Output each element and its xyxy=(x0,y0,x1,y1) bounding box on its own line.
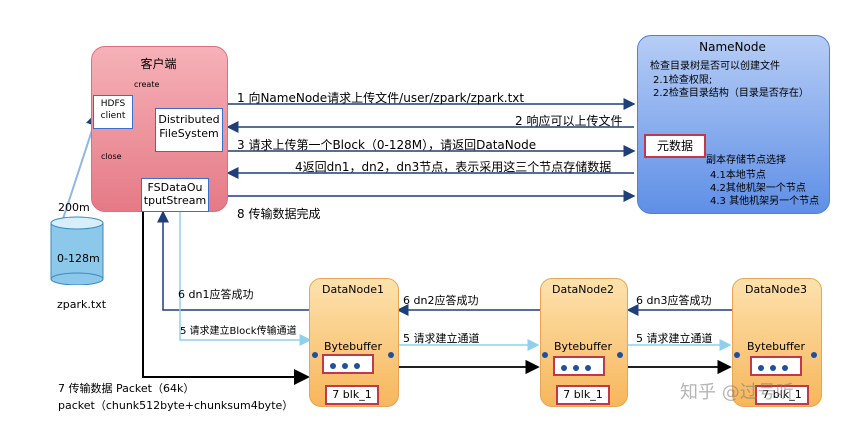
step-8-label: 8 传输数据完成 xyxy=(237,207,321,221)
datanode-2-port-left xyxy=(542,352,548,358)
file-name: zpark.txt xyxy=(57,298,107,311)
datanode-1-port-left xyxy=(312,352,318,358)
hdfs-client-box: HDFS client xyxy=(93,95,133,129)
packet-label-line1: 7 传输数据 Packet（64k） xyxy=(58,382,195,395)
datanode-3-title: DataNode3 xyxy=(745,283,807,296)
datanode-1-title: DataNode1 xyxy=(322,283,384,296)
datanode-2-buffer-label: Bytebuffer xyxy=(554,340,612,353)
cylinder-label: 0-128m xyxy=(57,252,100,265)
file-size-label: 200m xyxy=(58,201,90,214)
datanode-3-port-right xyxy=(811,352,817,358)
namenode-check-line1: 检查目录树是否可以创建文件 xyxy=(650,61,780,72)
datanode-3-buffer-label: Bytebuffer xyxy=(747,340,805,353)
close-label: close xyxy=(101,152,122,161)
dn2-request-label: 5 请求建立通道 xyxy=(403,332,480,345)
namenode xyxy=(637,35,830,214)
replica-option-1: 4.1本地节点 xyxy=(710,170,766,181)
datanode-3-port-left xyxy=(734,352,740,358)
packet-label-line2: packet（chunk512byte+chunksum4byte） xyxy=(58,399,294,412)
replica-option-3: 4.3 其他机架另一个节点 xyxy=(710,196,820,207)
step-2-label: 2 响应可以上传文件 xyxy=(515,114,623,128)
datanode-1-block: 7 blk_1 xyxy=(325,385,379,405)
dn2-ack-label: 6 dn2应答成功 xyxy=(403,294,479,307)
fsdataoutputstream-box: FSDataOu tputStream xyxy=(141,178,209,212)
datanode-1-buffer-label: Bytebuffer xyxy=(324,340,382,353)
dn1-request-arrow xyxy=(179,212,312,346)
datanode-1-port-right xyxy=(388,352,394,358)
datanode-2-title: DataNode2 xyxy=(552,283,614,296)
create-label: create xyxy=(134,80,160,89)
metadata-box: 元数据 xyxy=(644,134,706,158)
namenode-check-line3: 2.2检查目录结构（目录是否存在） xyxy=(653,88,809,99)
dn1-ack-label: 6 dn1应答成功 xyxy=(178,288,254,301)
dn1-ack-arrow xyxy=(157,210,310,311)
dn3-ack-label: 6 dn3应答成功 xyxy=(636,294,712,307)
namenode-check-line2: 2.1检查权限; xyxy=(653,75,713,86)
watermark: 知乎 @过号听 xyxy=(680,382,794,403)
datanode-3-buffer xyxy=(750,356,802,376)
datanode-2-block: 7 blk_1 xyxy=(556,385,610,405)
step-1-label: 1 向NameNode请求上传文件/user/zpark/zpark.txt xyxy=(237,91,525,105)
client-title: 客户端 xyxy=(140,57,177,71)
datanode-2-port-right xyxy=(617,352,623,358)
dn1-request-label: 5 请求建立Block传输通道 xyxy=(180,326,297,337)
file-cylinder-icon xyxy=(50,216,104,285)
datanode-1-buffer xyxy=(322,354,374,374)
replica-title: 副本存储节点选择 xyxy=(706,155,786,166)
packet-arrow xyxy=(142,212,310,385)
step-4-label: 4返回dn1，dn2，dn3节点，表示采用这三个节点存储数据 xyxy=(295,160,612,174)
dn3-request-label: 5 请求建立通道 xyxy=(636,332,713,345)
distributed-filesystem-box: Distributed FileSystem xyxy=(155,108,223,152)
datanode-3-block: 7 blk_1 xyxy=(755,385,809,405)
step-3-label: 3 请求上传第一个Block（0-128M），请返回DataNode xyxy=(237,138,537,152)
namenode-title: NameNode xyxy=(699,40,766,54)
datanode-2-buffer xyxy=(553,356,605,376)
replica-option-2: 4.2其他机架一个节点 xyxy=(710,183,806,194)
